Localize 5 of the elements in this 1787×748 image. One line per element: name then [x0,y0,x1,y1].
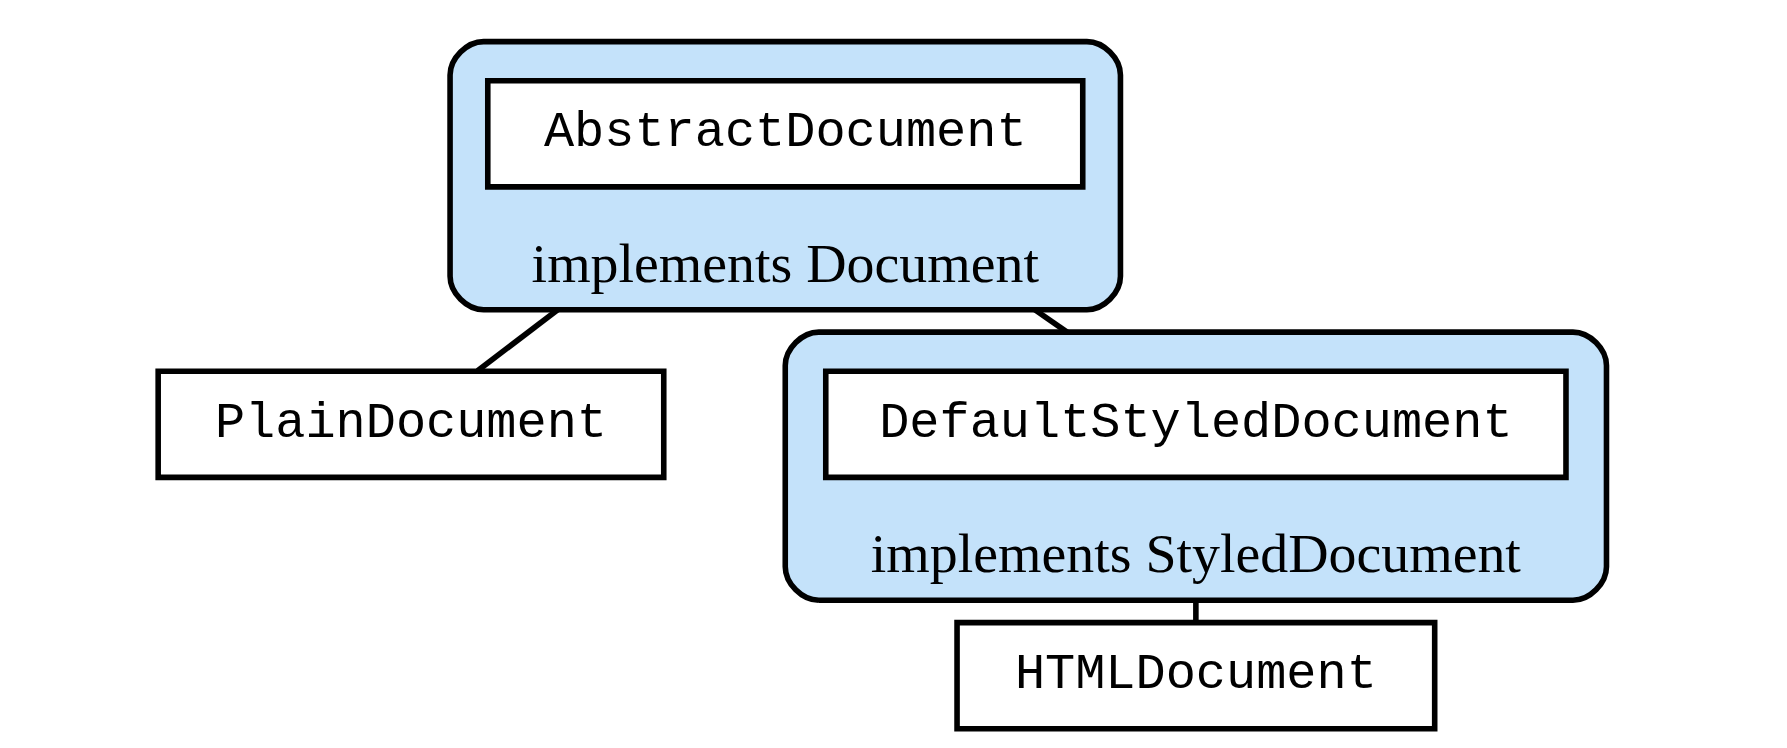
node-box: DefaultStyledDocument [822,368,1569,481]
node-box: AbstractDocument [485,77,1086,190]
connector [1193,600,1199,622]
node-box: HTMLDocument [954,619,1438,732]
node-box: PlainDocument [155,368,667,481]
